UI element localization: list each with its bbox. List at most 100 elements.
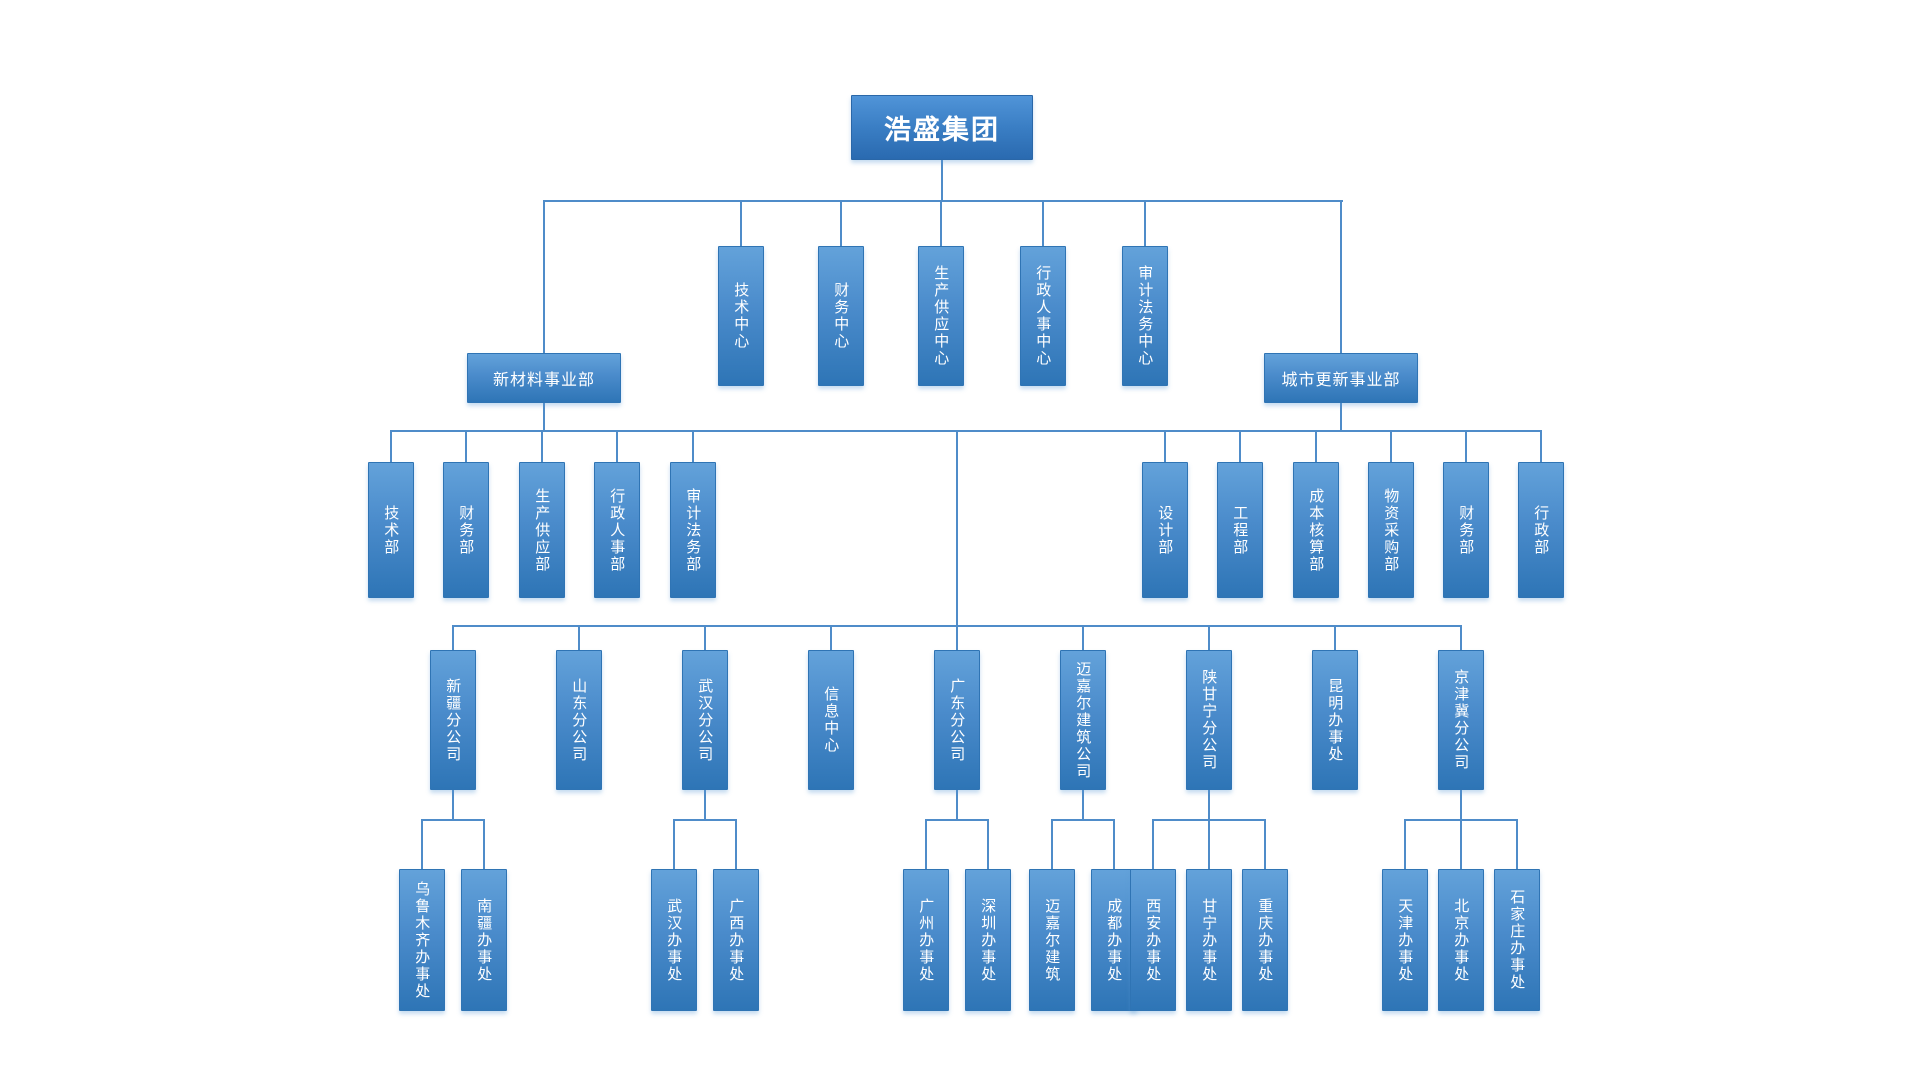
org-node-shijiazhuang-office[interactable]: 石家庄办事处 [1494, 869, 1540, 1011]
org-node-xian-office[interactable]: 西安办事处 [1130, 869, 1176, 1011]
connector-line [541, 432, 543, 462]
node-label: 甘宁办事处 [1200, 897, 1219, 983]
node-label: 技术中心 [732, 282, 751, 350]
org-node-production-supply-center[interactable]: 生产供应中心 [918, 246, 964, 386]
org-node-audit-legal-dept[interactable]: 审计法务部 [670, 462, 716, 598]
org-node-kunming-office[interactable]: 昆明办事处 [1312, 650, 1358, 790]
connector-line [452, 790, 454, 819]
node-label: 京津冀分公司 [1452, 669, 1471, 771]
org-node-cost-accounting-dept[interactable]: 成本核算部 [1293, 462, 1339, 598]
connector-line [735, 821, 737, 869]
org-node-shaanganning-branch[interactable]: 陕甘宁分公司 [1186, 650, 1232, 790]
org-node-wuhan-branch[interactable]: 武汉分公司 [682, 650, 728, 790]
org-node-information-center[interactable]: 信息中心 [808, 650, 854, 790]
node-label: 行政人事部 [608, 487, 627, 573]
connector-line [1334, 627, 1336, 650]
org-node-chongqing-office[interactable]: 重庆办事处 [1242, 869, 1288, 1011]
connector-line [1340, 202, 1342, 353]
org-node-shenzhen-office[interactable]: 深圳办事处 [965, 869, 1011, 1011]
node-label: 广州办事处 [917, 897, 936, 983]
org-node-maijiaer-construction[interactable]: 迈嘉尔建筑 [1029, 869, 1075, 1011]
connector-line [1264, 821, 1266, 869]
connector-line [390, 430, 1542, 432]
org-node-jingjinji-branch[interactable]: 京津冀分公司 [1438, 650, 1484, 790]
connector-line [1208, 627, 1210, 650]
connector-line [483, 821, 485, 869]
org-node-production-supply-dept[interactable]: 生产供应部 [519, 462, 565, 598]
connector-line [925, 819, 989, 821]
connector-line [1239, 432, 1241, 462]
org-node-engineering-dept[interactable]: 工程部 [1217, 462, 1263, 598]
node-label: 成都办事处 [1105, 897, 1124, 983]
org-node-technology-center[interactable]: 技术中心 [718, 246, 764, 386]
connector-line [1340, 403, 1342, 430]
org-node-ganning-office[interactable]: 甘宁办事处 [1186, 869, 1232, 1011]
connector-line [1113, 821, 1115, 869]
connector-line [1152, 821, 1154, 869]
node-label: 迈嘉尔建筑 [1043, 897, 1062, 983]
org-node-tianjin-office[interactable]: 天津办事处 [1382, 869, 1428, 1011]
org-node-maijiaer-construction-company[interactable]: 迈嘉尔建筑公司 [1060, 650, 1106, 790]
org-node-shandong-branch[interactable]: 山东分公司 [556, 650, 602, 790]
node-label: 审计法务部 [684, 487, 703, 573]
node-label: 审计法务中心 [1136, 265, 1155, 367]
org-node-audit-legal-center[interactable]: 审计法务中心 [1122, 246, 1168, 386]
node-label: 重庆办事处 [1256, 897, 1275, 983]
connector-line [692, 432, 694, 462]
org-node-procurement-dept[interactable]: 物资采购部 [1368, 462, 1414, 598]
connector-line [543, 403, 545, 430]
node-label: 设计部 [1156, 504, 1175, 556]
connector-line [956, 432, 958, 625]
connector-line [452, 627, 454, 650]
node-label: 陕甘宁分公司 [1200, 669, 1219, 771]
org-node-guangdong-branch[interactable]: 广东分公司 [934, 650, 980, 790]
connector-line [1144, 202, 1146, 246]
node-label: 技术部 [382, 504, 401, 556]
node-label: 财务部 [1457, 504, 1476, 556]
connector-line [830, 627, 832, 650]
org-node-guangxi-office[interactable]: 广西办事处 [713, 869, 759, 1011]
org-node-guangzhou-office[interactable]: 广州办事处 [903, 869, 949, 1011]
connector-line [578, 627, 580, 650]
node-label: 山东分公司 [570, 677, 589, 763]
org-node-urumqi-office[interactable]: 乌鲁木齐办事处 [399, 869, 445, 1011]
connector-line [421, 819, 485, 821]
org-node-admin-hr-center[interactable]: 行政人事中心 [1020, 246, 1066, 386]
org-node-technology-dept[interactable]: 技术部 [368, 462, 414, 598]
node-label: 昆明办事处 [1326, 677, 1345, 763]
connector-line [1404, 819, 1518, 821]
connector-line [1208, 821, 1210, 869]
node-label: 西安办事处 [1144, 897, 1163, 983]
org-node-wuhan-office[interactable]: 武汉办事处 [651, 869, 697, 1011]
org-node-finance-dept-left[interactable]: 财务部 [443, 462, 489, 598]
node-label: 财务中心 [832, 282, 851, 350]
org-node-admin-dept[interactable]: 行政部 [1518, 462, 1564, 598]
org-node-finance-dept-right[interactable]: 财务部 [1443, 462, 1489, 598]
connector-line [1082, 790, 1084, 819]
node-label: 财务部 [457, 504, 476, 556]
org-node-urban-renewal-division[interactable]: 城市更新事业部 [1264, 353, 1418, 403]
connector-line [1051, 821, 1053, 869]
org-node-nanjiang-office[interactable]: 南疆办事处 [461, 869, 507, 1011]
org-node-design-dept[interactable]: 设计部 [1142, 462, 1188, 598]
org-node-admin-hr-dept[interactable]: 行政人事部 [594, 462, 640, 598]
org-node-new-materials-division[interactable]: 新材料事业部 [467, 353, 621, 403]
node-label: 成本核算部 [1307, 487, 1326, 573]
node-label: 南疆办事处 [475, 897, 494, 983]
org-node-finance-center[interactable]: 财务中心 [818, 246, 864, 386]
connector-line [1082, 627, 1084, 650]
org-node-xinjiang-branch[interactable]: 新疆分公司 [430, 650, 476, 790]
org-node-group-root[interactable]: 浩盛集团 [851, 95, 1033, 160]
org-node-beijing-office[interactable]: 北京办事处 [1438, 869, 1484, 1011]
connector-line [1152, 819, 1266, 821]
connector-line [543, 200, 1343, 202]
connector-line [1540, 432, 1542, 462]
node-label: 工程部 [1231, 504, 1250, 556]
node-label: 武汉办事处 [665, 897, 684, 983]
node-label: 行政人事中心 [1034, 265, 1053, 367]
connector-line [956, 627, 958, 650]
connector-line [1404, 821, 1406, 869]
node-label: 天津办事处 [1396, 897, 1415, 983]
connector-line [1460, 790, 1462, 819]
